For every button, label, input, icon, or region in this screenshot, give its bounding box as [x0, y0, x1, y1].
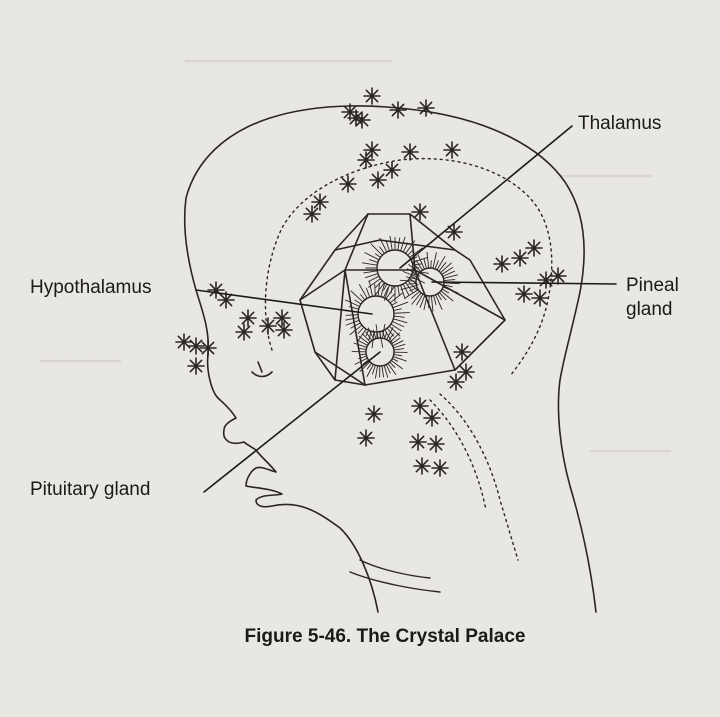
- pineal-label-line2: gland: [626, 299, 673, 320]
- star-mark: [353, 111, 371, 129]
- label-leader-lines: [195, 125, 617, 493]
- thalamus-label: Thalamus: [578, 113, 662, 134]
- head-outline: [183, 105, 597, 613]
- star-mark: [453, 343, 471, 361]
- star-mark: [445, 223, 463, 241]
- star-mark: [357, 429, 375, 447]
- star-mark: [423, 409, 441, 427]
- hypothalamus-leader-line: [195, 289, 373, 315]
- pituitary-label: Pituitary gland: [30, 479, 151, 500]
- star-mark: [515, 285, 533, 303]
- star-mark: [409, 433, 427, 451]
- star-field: [175, 87, 567, 477]
- star-mark: [187, 357, 205, 375]
- star-mark: [401, 143, 419, 161]
- star-mark: [303, 205, 321, 223]
- star-mark: [417, 99, 435, 117]
- star-mark: [411, 397, 429, 415]
- crystal-polyhedron: [299, 213, 506, 386]
- star-mark: [235, 323, 253, 341]
- star-mark: [525, 239, 543, 257]
- spine-dotted-line: [429, 399, 487, 511]
- star-mark: [365, 405, 383, 423]
- star-mark: [363, 87, 381, 105]
- star-mark: [239, 309, 257, 327]
- star-mark: [383, 161, 401, 179]
- star-mark: [447, 373, 465, 391]
- star-mark: [199, 339, 217, 357]
- pituitary-leader-line: [203, 351, 381, 493]
- bleed-through-text: ▔▔▔▔▔▔▔▔▔▔▔▔▔▔▔▔▔▔: [185, 62, 393, 78]
- spine-dotted-line: [439, 393, 519, 561]
- star-mark: [357, 151, 375, 169]
- star-mark: [413, 457, 431, 475]
- pineal-leader-line: [431, 281, 617, 285]
- star-mark: [443, 141, 461, 159]
- star-mark: [217, 291, 235, 309]
- star-mark: [531, 289, 549, 307]
- star-mark: [369, 171, 387, 189]
- star-mark: [311, 193, 329, 211]
- figure-caption: Figure 5-46. The Crystal Palace: [244, 626, 526, 647]
- bleed-through-text: ▔▔▔▔▔▔▔: [40, 362, 121, 378]
- pineal-label-line1: Pineal: [626, 275, 679, 296]
- star-mark: [427, 435, 445, 453]
- star-mark: [411, 203, 429, 221]
- star-mark: [187, 337, 205, 355]
- neck-line: [359, 559, 431, 579]
- star-mark: [549, 267, 567, 285]
- star-mark: [493, 255, 511, 273]
- star-mark: [341, 103, 359, 121]
- neck-line: [349, 571, 441, 593]
- star-mark: [389, 101, 407, 119]
- eye-mark: [257, 361, 263, 373]
- thalamus-leader-line: [399, 125, 573, 269]
- bleed-through-text: ▔▔▔▔▔▔▔▔: [560, 177, 653, 193]
- bleed-through-text: ▔▔▔▔▔▔▔: [590, 452, 671, 468]
- star-mark: [273, 309, 291, 327]
- eye-mark: [251, 371, 273, 378]
- radiating-spikes: [343, 235, 460, 379]
- star-mark: [431, 459, 449, 477]
- star-mark: [511, 249, 529, 267]
- star-mark: [339, 175, 357, 193]
- star-mark: [259, 317, 277, 335]
- hypothalamus-label: Hypothalamus: [30, 277, 152, 298]
- star-mark: [363, 141, 381, 159]
- hypothalamus-sphere: [357, 295, 395, 333]
- star-mark: [275, 321, 293, 339]
- star-mark: [457, 363, 475, 381]
